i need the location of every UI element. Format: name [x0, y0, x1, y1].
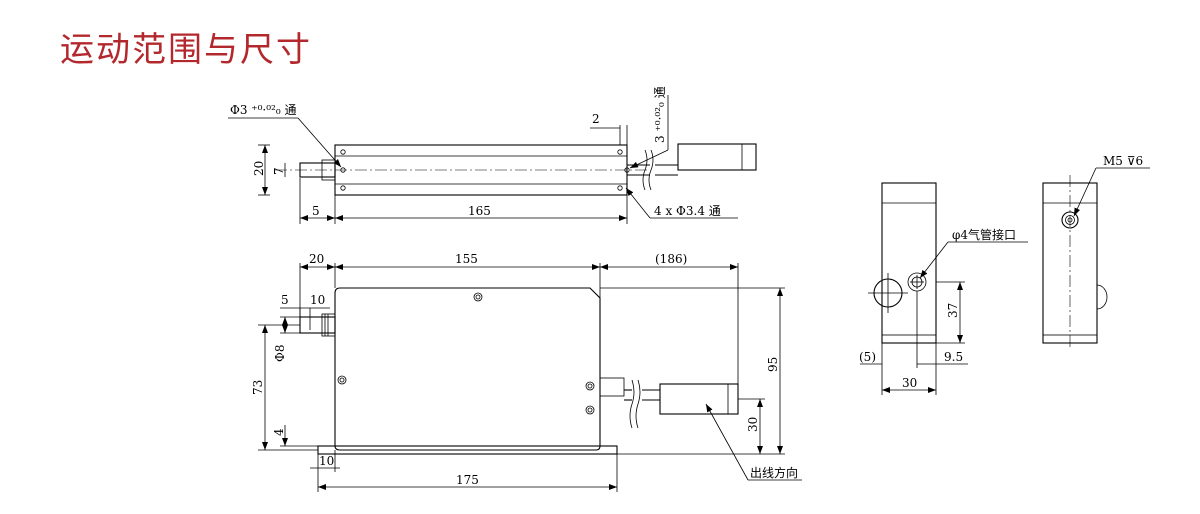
side-dim-37: 37	[946, 303, 960, 318]
front-shaft	[299, 316, 336, 334]
end-thread-hole	[1061, 211, 1079, 229]
side-air-port: φ4气管接口	[952, 227, 1016, 242]
end-view: M5 ⊽6	[1042, 154, 1150, 350]
front-dim-phi8: Φ8	[273, 345, 287, 362]
front-body	[334, 287, 601, 451]
front-dim-95: 95	[766, 357, 780, 372]
top-hole-pattern: 4 x Φ3.4 通	[654, 204, 721, 218]
side-dim-9-5: 9.5	[944, 350, 963, 364]
front-dim-10: 10	[310, 293, 325, 307]
front-dim-186: (186)	[655, 252, 687, 266]
front-connector	[659, 383, 739, 415]
side-body	[881, 182, 937, 344]
front-view: 20 155 (186) 5 10 Φ8 73 4 95 30 10	[251, 252, 802, 492]
front-dim-155: 155	[455, 252, 478, 266]
top-mounting-holes	[340, 149, 630, 191]
top-dim-20: 20	[252, 161, 266, 176]
front-cable-direction: 出线方向	[750, 465, 798, 480]
top-dim-2: 2	[592, 112, 600, 126]
side-view: φ4气管接口 37 (5) 9.5 30	[859, 182, 1028, 395]
front-dim-5: 5	[281, 293, 289, 307]
front-dim-30: 30	[746, 417, 760, 432]
end-thread-callout: M5 ⊽6	[1103, 154, 1143, 168]
top-hole-callout: Φ3 ⁺⁰·⁰²₀ 通	[230, 103, 297, 117]
page-title: 运动范围与尺寸	[60, 30, 312, 70]
top-connector	[677, 143, 757, 171]
front-dim-73: 73	[251, 380, 265, 395]
side-dim-30: 30	[902, 376, 917, 390]
front-dim-4: 4	[272, 428, 286, 436]
top-view: 20 7 5 165 2 Φ3 ⁺⁰·⁰²₀ 通 3 ⁺⁰·⁰²₀ 通 4 x …	[228, 86, 757, 224]
top-dim-5: 5	[312, 204, 320, 218]
side-dim-5: (5)	[859, 350, 876, 364]
top-dim-7: 7	[272, 167, 286, 175]
top-hole-callout-right: 3 ⁺⁰·⁰²₀ 通	[653, 86, 667, 143]
front-dim-175: 175	[456, 473, 479, 487]
front-dim-20: 20	[309, 252, 324, 266]
front-dim-10b: 10	[319, 454, 334, 468]
top-dim-165: 165	[468, 204, 491, 218]
